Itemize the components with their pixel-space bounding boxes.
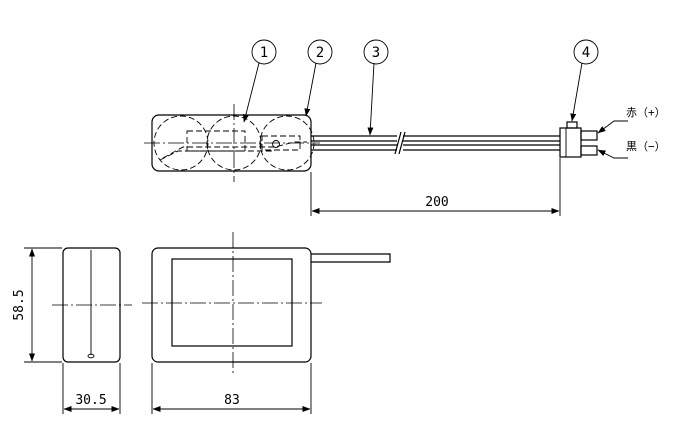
- dimension-depth: 30.5: [75, 393, 106, 408]
- connector-latch: [566, 121, 578, 129]
- wire-break-1: [394, 131, 402, 155]
- leader-black: [597, 149, 628, 159]
- front-view: 83: [142, 232, 391, 414]
- holder-window: [171, 258, 293, 347]
- dimension-width: 83: [224, 393, 240, 408]
- svg-text:2: 2: [316, 45, 324, 61]
- cable-front: [311, 253, 391, 263]
- contact-1: [186, 130, 246, 152]
- top-view: 赤（+） 黒（−） 1 2 3 4 200: [144, 39, 666, 216]
- callout-2: 2: [304, 39, 333, 117]
- svg-text:1: 1: [260, 45, 268, 61]
- callout-4: 4: [570, 39, 599, 122]
- svg-text:4: 4: [582, 45, 590, 61]
- side-view: 58.5 30.5: [12, 247, 132, 414]
- callout-3: 3: [363, 39, 389, 136]
- leader-red: [597, 120, 628, 134]
- wire-exit: [87, 353, 95, 359]
- wire-label-red: 赤（+）: [626, 106, 666, 119]
- holder-housing-front: [151, 247, 312, 363]
- callout-1: 1: [242, 39, 277, 123]
- rivet: [272, 140, 280, 148]
- svg-text:3: 3: [372, 45, 380, 61]
- dimension-height: 58.5: [12, 289, 27, 320]
- wire-label-black: 黒（−）: [626, 140, 666, 153]
- internal-wiring: [162, 141, 307, 159]
- connector-body: [559, 127, 582, 158]
- dimension-cable-length: 200: [425, 195, 448, 210]
